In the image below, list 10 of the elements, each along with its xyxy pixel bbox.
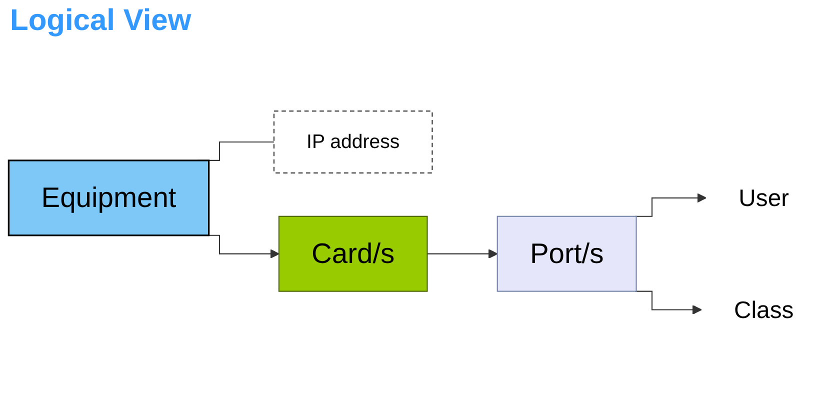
arrow <box>427 249 498 259</box>
diagram-title: Logical View <box>10 4 192 38</box>
node-text: Class <box>734 296 794 324</box>
node-box: Equipment <box>8 160 210 236</box>
arrow <box>635 193 706 217</box>
node-text: User <box>738 184 790 212</box>
node-box: IP address <box>273 110 433 174</box>
node-box: Port/s <box>496 216 637 292</box>
node-box: Card/s <box>278 216 428 292</box>
arrow <box>635 290 702 315</box>
